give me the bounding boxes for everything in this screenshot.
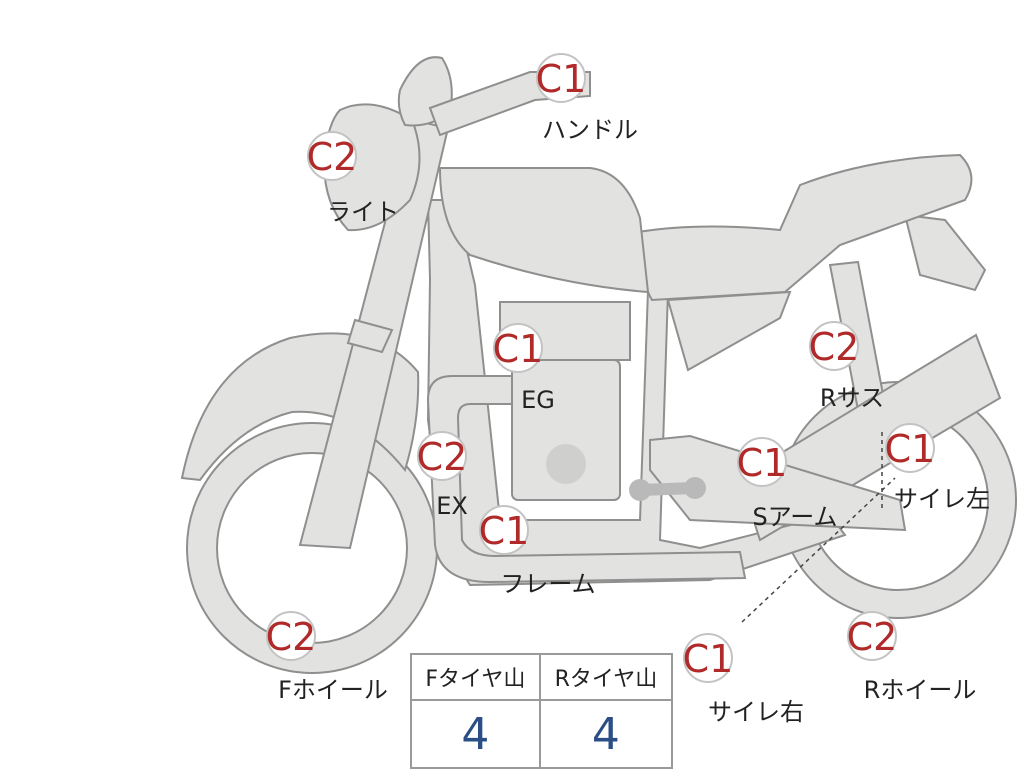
seat: [636, 153, 973, 302]
leader-muffler-right: [741, 477, 896, 623]
badge-r-suspension-grade: C2: [809, 325, 860, 369]
tail-cowl: [903, 213, 987, 292]
badge-engine-label: EG: [521, 386, 555, 414]
tire-tread-table: Fタイヤ山 Rタイヤ山 4 4: [410, 653, 674, 769]
badge-exhaust-label: EX: [436, 492, 468, 520]
front-tire-header: Fタイヤ山: [410, 653, 541, 701]
badge-frame-label: フレーム: [500, 570, 595, 598]
badge-handle: C1 ハンドル: [536, 53, 638, 144]
badge-frame: C1 フレーム: [479, 505, 596, 598]
badge-muffler-right-label: サイレ右: [708, 698, 804, 726]
badge-swing-arm-label: Sアーム: [752, 503, 837, 531]
swing-arm: [649, 434, 907, 532]
badge-f-wheel-grade: C2: [266, 615, 317, 659]
front-wheel: [186, 422, 438, 674]
badge-swing-arm-grade: C1: [737, 441, 788, 485]
badge-r-wheel-label: Rホイール: [864, 676, 977, 704]
badge-muffler-right-grade: C1: [683, 637, 734, 681]
badge-exhaust: C2 EX: [417, 431, 468, 520]
badge-muffler-left-grade: C1: [885, 427, 936, 471]
rear-tire-header: Rタイヤ山: [538, 653, 674, 701]
badge-r-suspension-label: Rサス: [820, 384, 884, 412]
badge-engine: C1 EG: [493, 323, 555, 414]
badge-r-wheel: C2 Rホイール: [847, 611, 977, 704]
badge-light: C2 ライト: [307, 131, 399, 226]
badge-f-wheel: C2 Fホイール: [266, 611, 388, 704]
badge-exhaust-grade: C2: [417, 435, 468, 479]
badge-muffler-right: C1 サイレ右: [683, 633, 804, 726]
exhaust-pipe: [426, 375, 747, 584]
badge-muffler-left-label: サイレ左: [894, 485, 990, 513]
badge-handle-label: ハンドル: [542, 116, 638, 144]
badge-muffler-left: C1 サイレ左: [885, 423, 990, 513]
fork-collar: [346, 318, 394, 354]
badge-r-wheel-grade: C2: [847, 615, 898, 659]
badge-r-suspension: C2 Rサス: [809, 321, 884, 412]
badge-swing-arm: C1 Sアーム: [737, 437, 838, 531]
front-tire-value: 4: [410, 699, 541, 769]
fuel-tank: [438, 167, 650, 294]
badge-frame-grade: C1: [479, 509, 530, 553]
badge-f-wheel-label: Fホイール: [278, 676, 388, 704]
badge-engine-grade: C1: [493, 327, 544, 371]
side-cover: [666, 290, 792, 372]
badge-light-grade: C2: [307, 135, 358, 179]
badge-handle-grade: C1: [536, 57, 587, 101]
foot-peg: [629, 477, 706, 501]
rear-tire-value: 4: [538, 699, 674, 769]
badge-light-label: ライト: [327, 198, 399, 226]
